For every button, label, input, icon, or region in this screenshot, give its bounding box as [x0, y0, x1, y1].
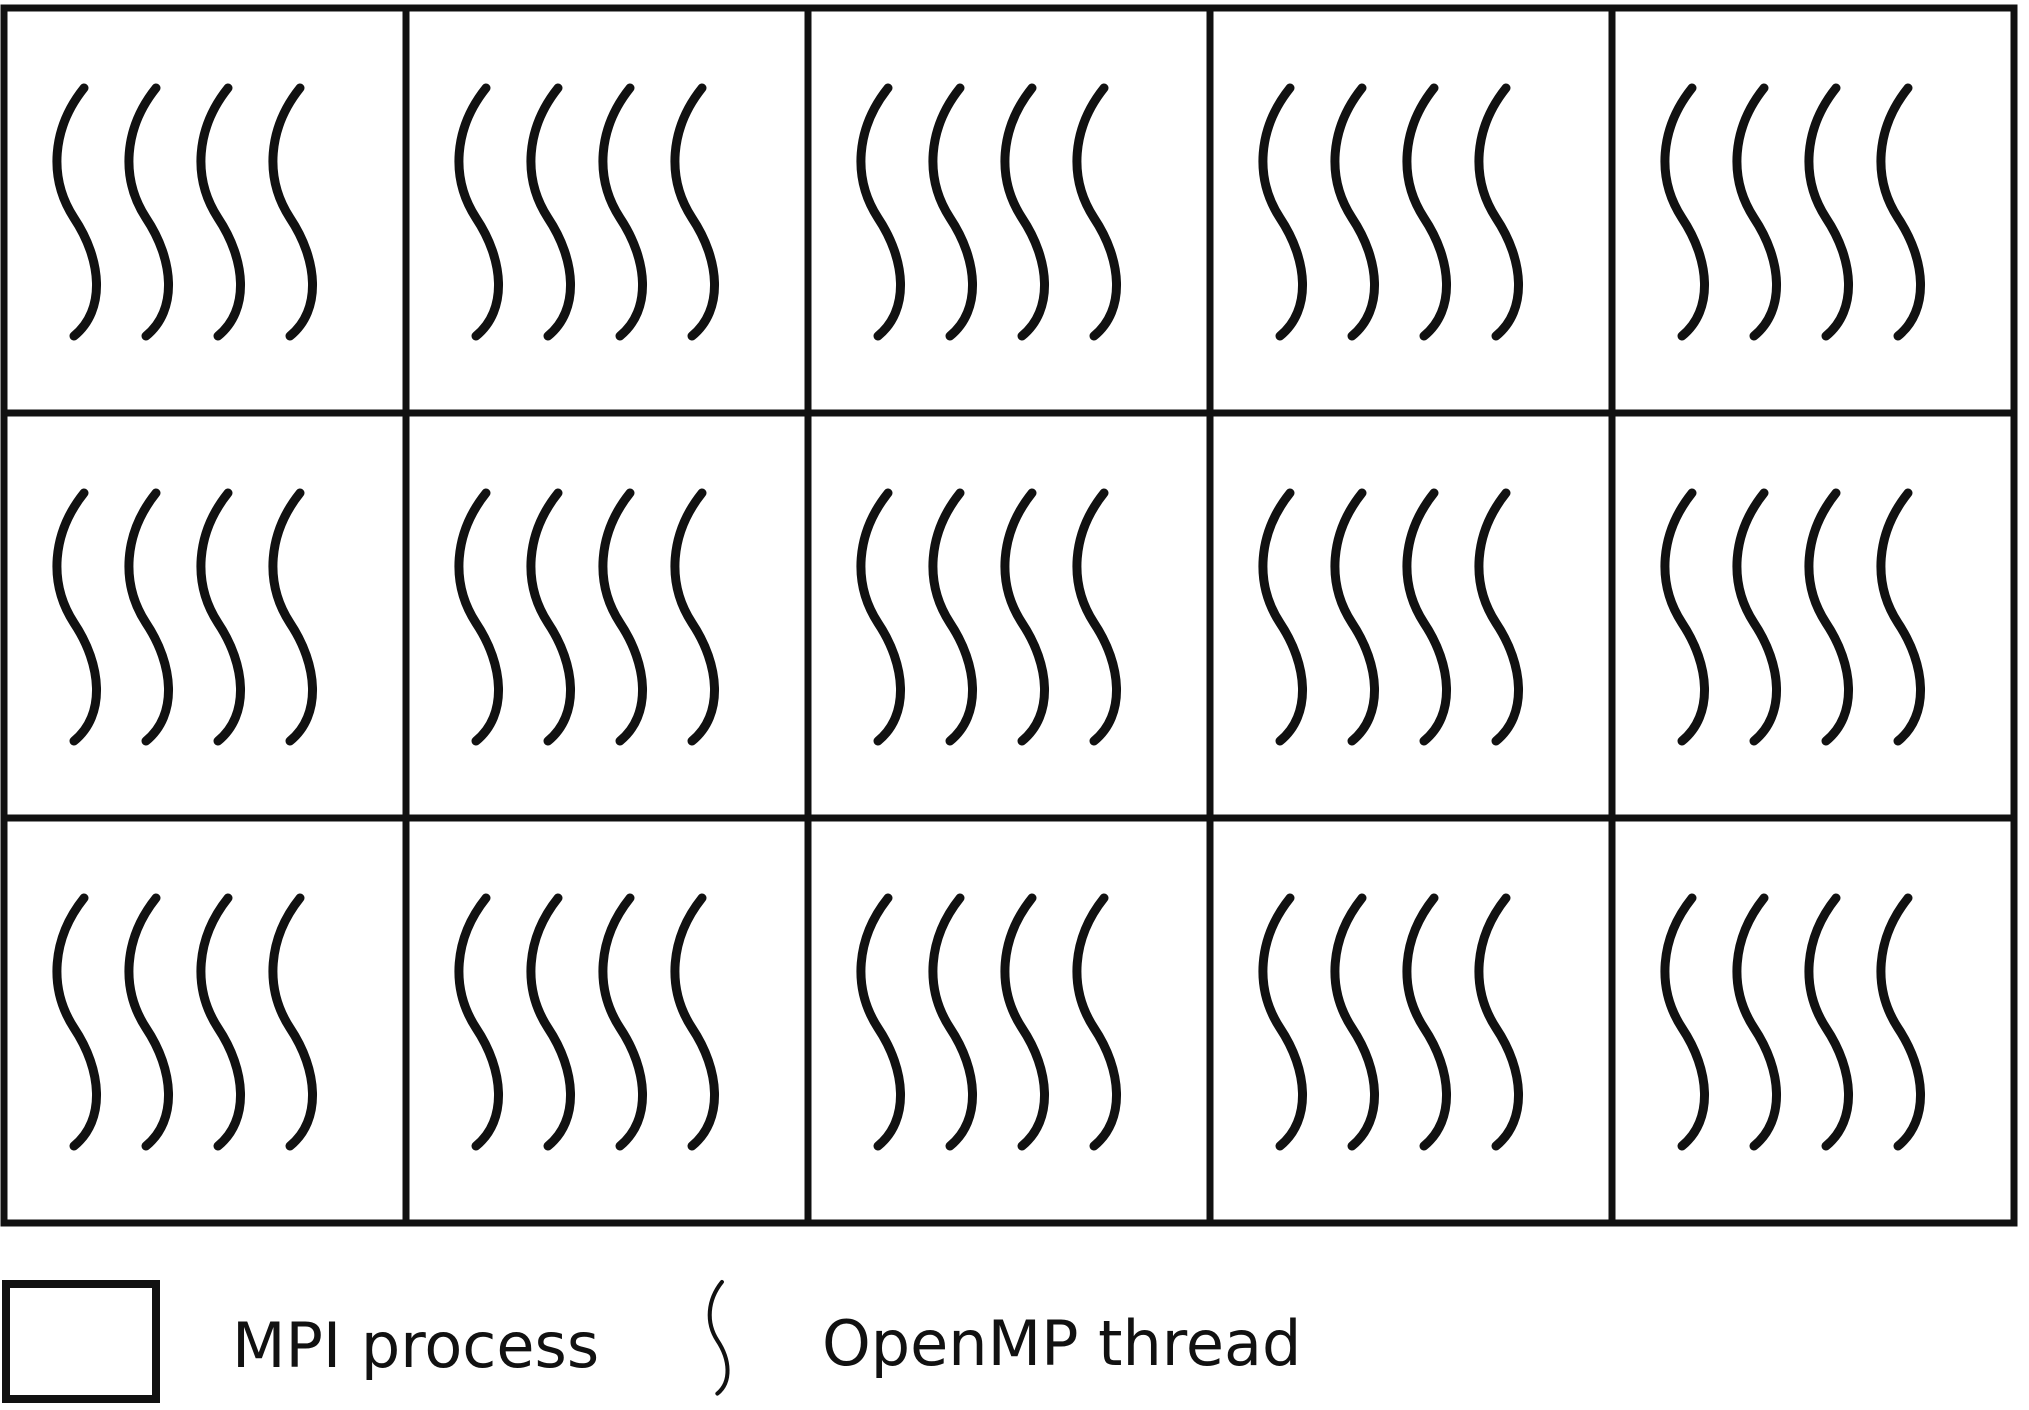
mpi-process-cell	[1608, 409, 2018, 822]
mpi-process-cell	[402, 4, 812, 417]
mpi-process-cell	[1206, 409, 1616, 822]
legend-process-label: MPI process	[232, 1309, 599, 1382]
process-grid	[0, 4, 2018, 1227]
mpi-process-box	[1608, 814, 2018, 1227]
mpi-process-box	[1608, 409, 2018, 822]
mpi-process-cell	[402, 814, 812, 1227]
mpi-process-box	[402, 4, 812, 417]
legend: MPI process OpenMP thread	[2, 1280, 1301, 1403]
mpi-process-cell	[0, 814, 410, 1227]
mpi-process-cell	[1206, 4, 1616, 417]
mpi-process-box	[804, 4, 1214, 417]
mpi-process-cell	[1206, 814, 1616, 1227]
mpi-process-box	[0, 409, 410, 822]
mpi-process-box	[804, 409, 1214, 822]
mpi-process-cell	[804, 4, 1214, 417]
legend-thread-label: OpenMP thread	[822, 1307, 1301, 1380]
mpi-process-cell	[1608, 4, 2018, 417]
mpi-process-box	[0, 814, 410, 1227]
mpi-process-cell	[804, 814, 1214, 1227]
mpi-process-cell	[402, 409, 812, 822]
mpi-process-box	[402, 409, 812, 822]
mpi-process-box	[1206, 4, 1616, 417]
mpi-process-cell	[804, 409, 1214, 822]
mpi-process-box	[1206, 409, 1616, 822]
mpi-process-box	[0, 4, 410, 417]
mpi-process-box	[402, 814, 812, 1227]
mpi-process-box	[1206, 814, 1616, 1227]
legend-thread-icon	[710, 1282, 728, 1394]
mpi-process-cell	[1608, 814, 2018, 1227]
legend-process-icon	[2, 1280, 160, 1403]
mpi-process-cell	[0, 4, 410, 417]
mpi-process-cell	[0, 409, 410, 822]
mpi-process-box	[1608, 4, 2018, 417]
mpi-process-box	[804, 814, 1214, 1227]
